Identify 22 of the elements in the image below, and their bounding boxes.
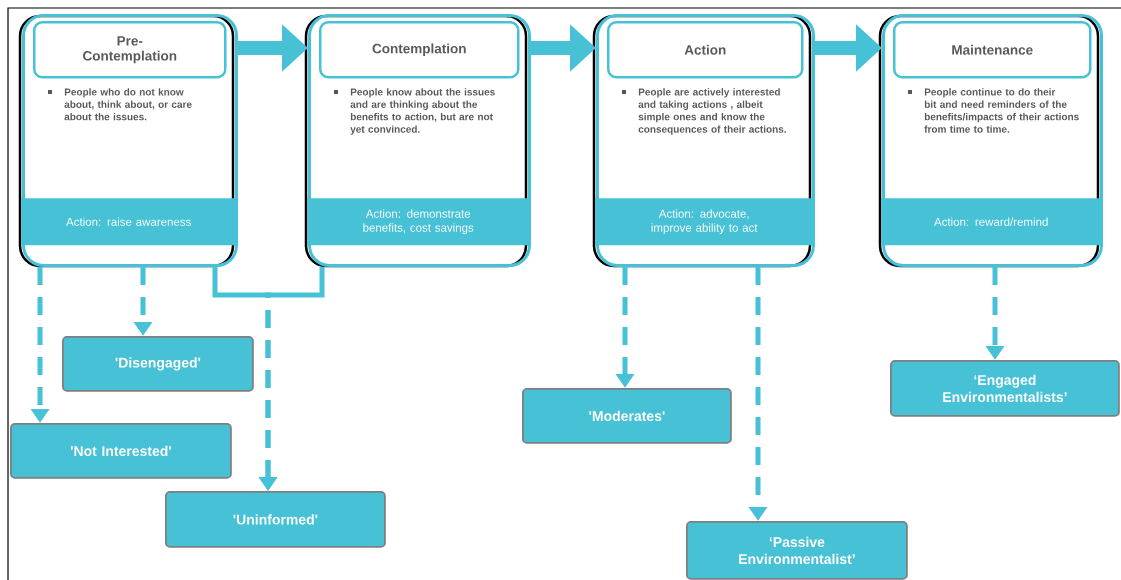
bullet-text: People continue to do their bit and need reminders of the benefits/impacts of their actions from time to time.: [908, 88, 1079, 133]
heading-box: Pre-Contemplation: [33, 21, 227, 79]
segment-box: 'Uninformed': [165, 491, 386, 548]
segment-box: ‘Passive Environmentalist’: [686, 521, 908, 580]
action-band: Action: advocate, improve ability to act: [595, 198, 814, 246]
segment-box: 'Not Interested': [10, 423, 232, 479]
node-label: Action: demonstrate benefits, cost savings: [363, 209, 474, 235]
heading-box: Action: [607, 21, 804, 79]
bullet-text: People who do not know about, think about, or care about the issues.: [48, 88, 192, 121]
action-band: Action: demonstrate benefits, cost savings: [307, 198, 530, 246]
segment-box: 'Moderates': [522, 388, 732, 444]
heading-box: Maintenance: [893, 21, 1092, 79]
heading-box: Contemplation: [319, 21, 520, 79]
action-band: Action: raise awareness: [21, 198, 237, 246]
node-label: Action: advocate, improve ability to act: [651, 209, 758, 235]
bullet-text: People know about the issues and are thinking about the benefits to action, but are not yet convinced.: [334, 88, 495, 135]
node-label: Action: reward/remind: [934, 217, 1048, 226]
action-band: Action: reward/remind: [881, 198, 1102, 246]
segment-box: 'Disengaged': [62, 336, 254, 392]
node-label: Action: raise awareness: [66, 217, 191, 226]
bullet-text: People are actively interested and taking actions , albeit simple ones and know the consequences of their actions.: [622, 88, 786, 135]
segment-box: ‘Engaged Environmentalists’: [890, 360, 1120, 417]
